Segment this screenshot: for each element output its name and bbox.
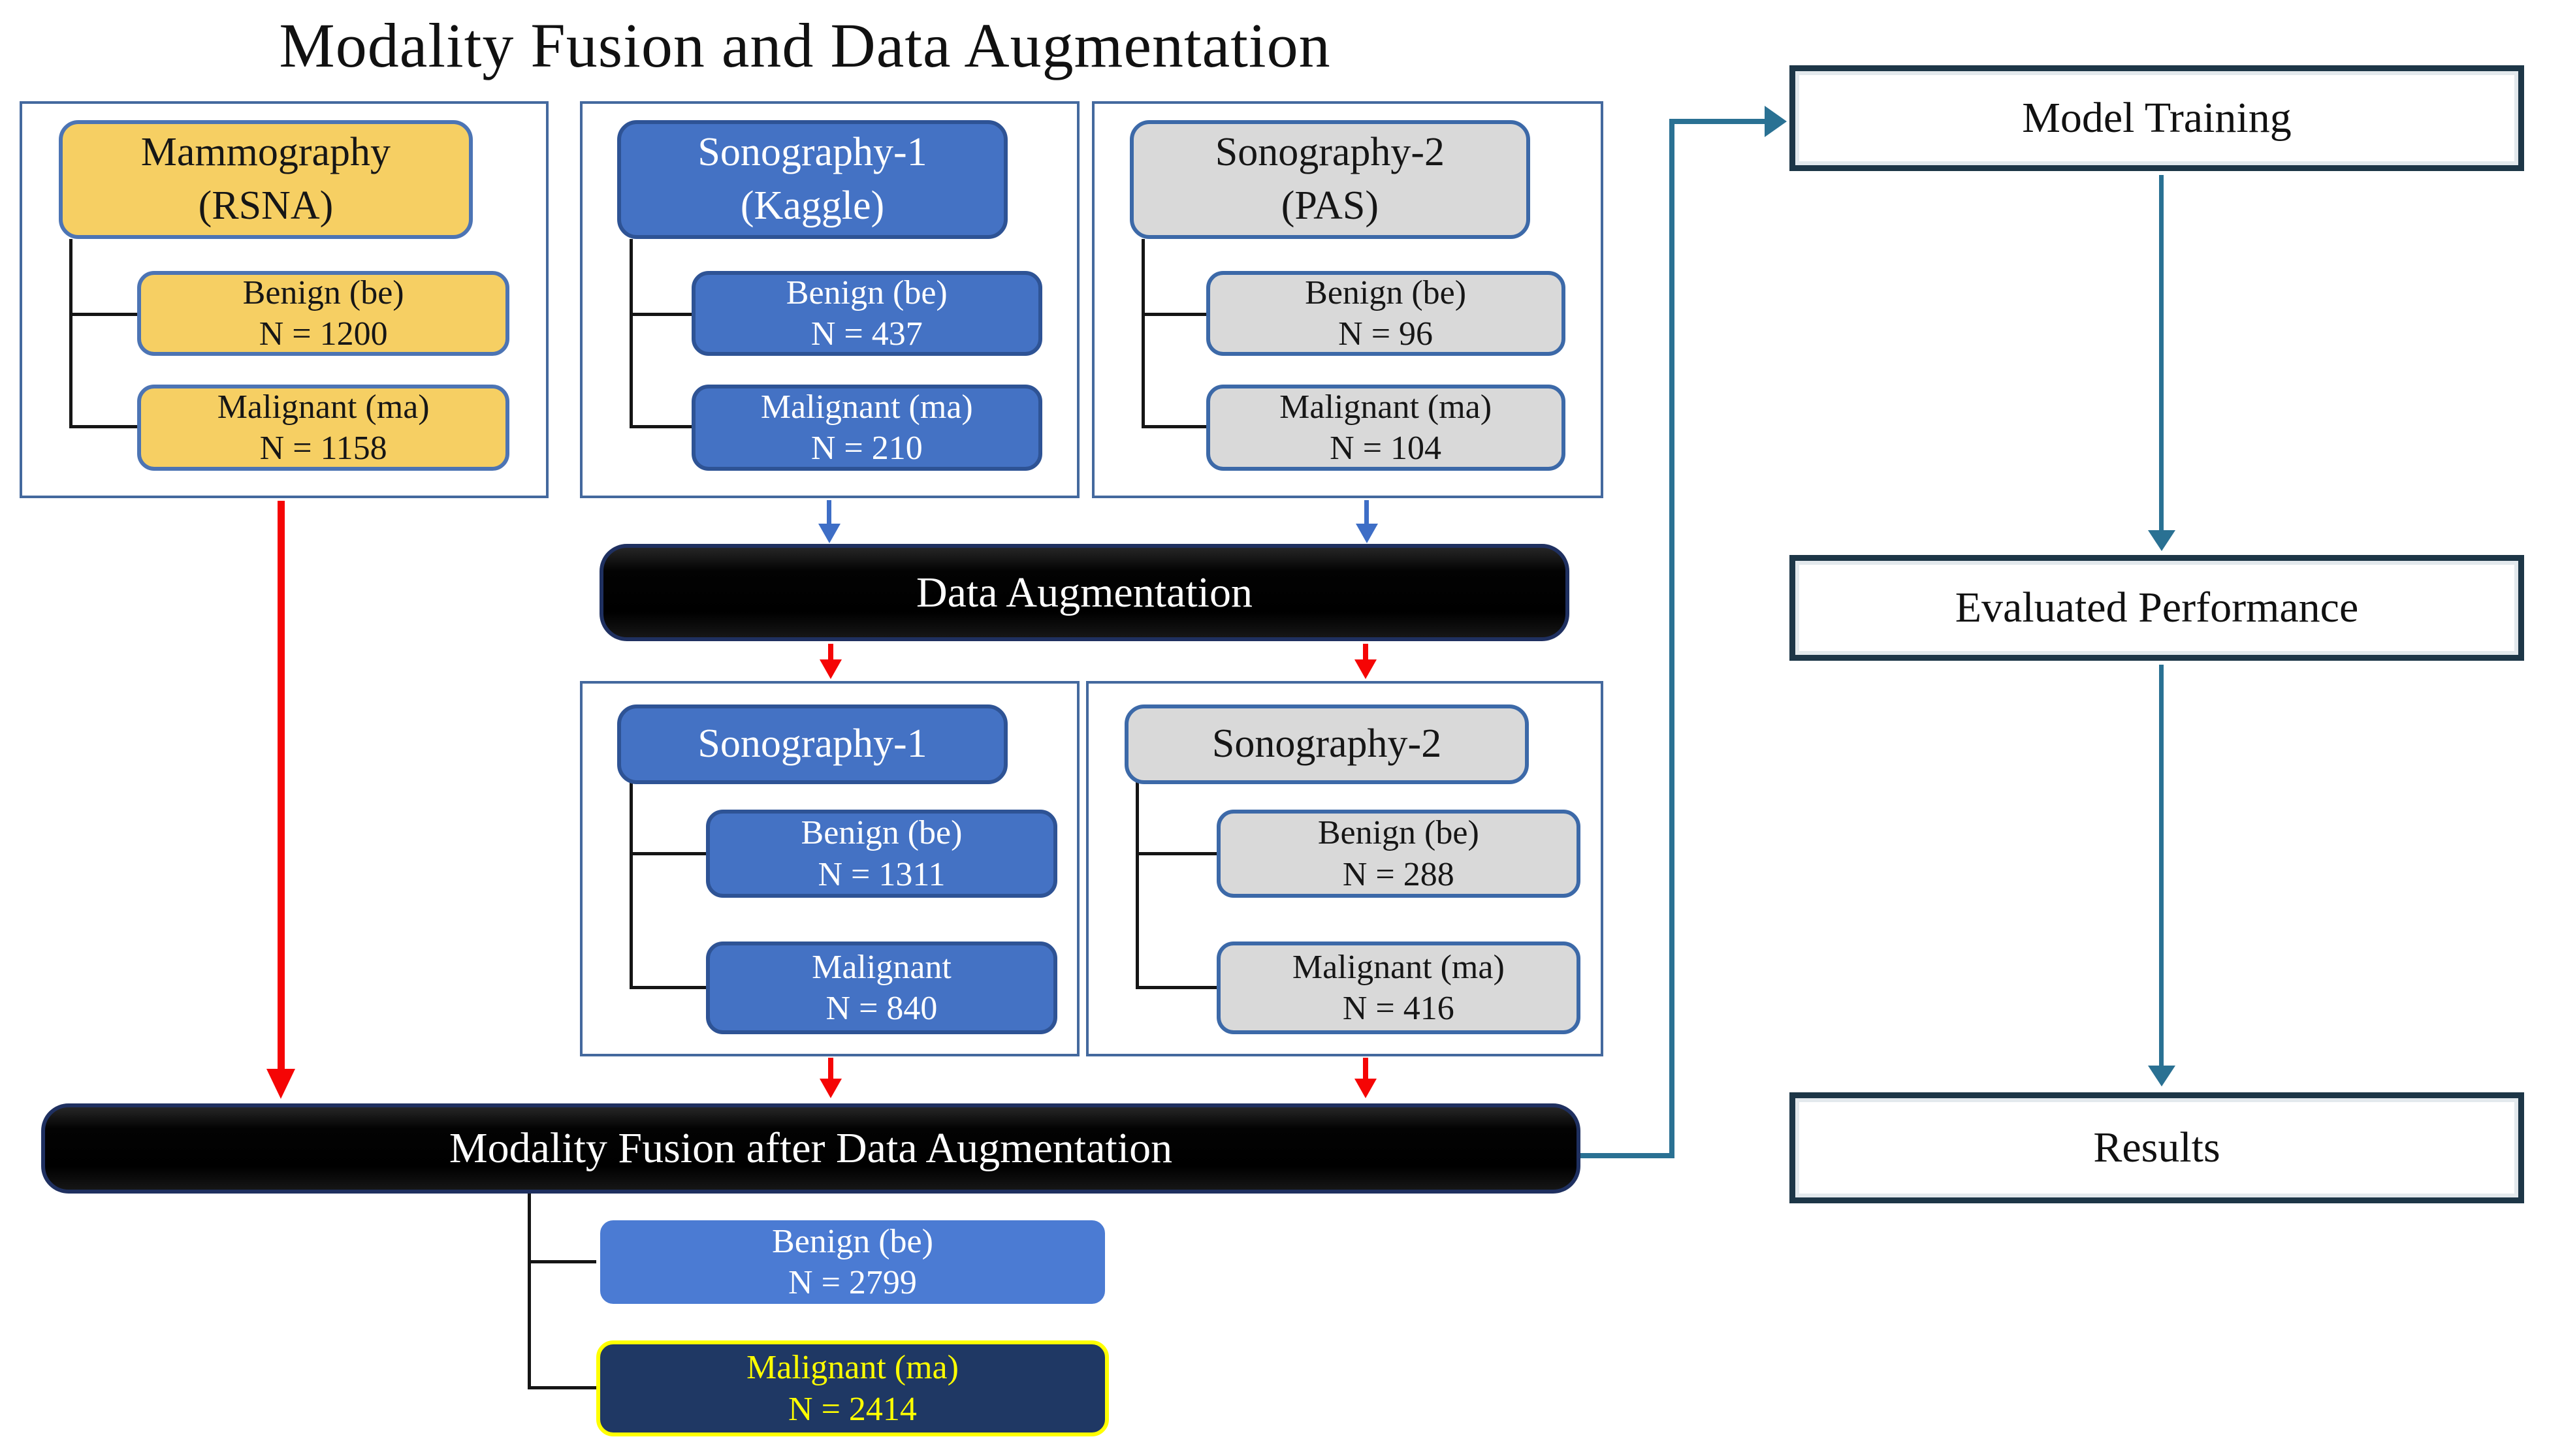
benign-count: N = 288: [1342, 855, 1454, 893]
dataset-title: Sonography-1: [697, 721, 927, 767]
dataset-card-sonography1: Sonography-1 (Kaggle) Benign (be) N = 43…: [580, 101, 1080, 498]
malignant-label: Malignant (ma): [1292, 948, 1505, 986]
fused-malignant-node: Malignant (ma) N = 2414: [596, 1340, 1109, 1436]
malignant-label: Malignant: [812, 948, 952, 986]
benign-node-sonography2: Benign (be) N = 96: [1206, 271, 1565, 356]
malignant-node-aug-sonography2: Malignant (ma) N = 416: [1217, 942, 1580, 1034]
modality-fusion-label: Modality Fusion after Data Augmentation: [449, 1124, 1173, 1172]
tree-trunk-line: [528, 1194, 531, 1389]
dataset-title: Mammography: [140, 130, 391, 175]
dataset-header-sonography2: Sonography-2 (PAS): [1130, 120, 1530, 239]
malignant-count: N = 416: [1342, 990, 1454, 1027]
dataset-title: Sonography-2: [1211, 721, 1442, 767]
augmented-header-sonography2: Sonography-2: [1124, 704, 1529, 784]
modality-fusion-bar: Modality Fusion after Data Augmentation: [41, 1103, 1580, 1194]
benign-count: N = 437: [810, 315, 923, 353]
benign-label: Benign (be): [1305, 274, 1467, 311]
tree-stub-line: [69, 313, 143, 316]
benign-label: Benign (be): [786, 274, 948, 311]
malignant-count: N = 2414: [788, 1390, 917, 1428]
tree-stub-line: [1136, 852, 1222, 855]
tree-trunk-line: [1136, 782, 1139, 989]
teal-right-arrow-head: [1765, 106, 1787, 137]
data-augmentation-bar: Data Augmentation: [600, 544, 1569, 641]
model-training-label: Model Training: [2022, 94, 2292, 142]
benign-count: N = 96: [1338, 315, 1433, 353]
malignant-node-mammography: Malignant (ma) N = 1158: [137, 385, 509, 471]
malignant-node-sonography2: Malignant (ma) N = 104: [1206, 385, 1565, 471]
fused-benign-node: Benign (be) N = 2799: [596, 1216, 1109, 1308]
benign-label: Benign (be): [1317, 814, 1479, 852]
tree-stub-line: [630, 986, 712, 989]
dataset-card-sonography2: Sonography-2 (PAS) Benign (be) N = 96 Ma…: [1092, 101, 1603, 498]
tree-stub-line: [528, 1260, 596, 1263]
tree-stub-line: [630, 852, 712, 855]
malignant-count: N = 1158: [259, 430, 387, 467]
tree-stub-line: [69, 425, 143, 428]
malignant-label: Malignant (ma): [746, 1349, 959, 1387]
benign-node-mammography: Benign (be) N = 1200: [137, 271, 509, 356]
tree-trunk-line: [630, 239, 633, 428]
malignant-count: N = 210: [810, 430, 923, 467]
benign-count: N = 1311: [818, 855, 946, 893]
tree-stub-line: [630, 313, 697, 316]
augmented-card-sonography2: Sonography-2 Benign (be) N = 288 Maligna…: [1086, 681, 1603, 1056]
malignant-node-sonography1: Malignant (ma) N = 210: [691, 385, 1042, 471]
dataset-subtitle: (RSNA): [198, 183, 334, 228]
tree-stub-line: [630, 425, 697, 428]
tree-trunk-line: [69, 239, 72, 428]
tree-trunk-line: [630, 782, 633, 989]
malignant-label: Malignant (ma): [217, 388, 430, 426]
benign-count: N = 1200: [259, 315, 388, 353]
tree-stub-line: [528, 1386, 596, 1389]
augmented-header-sonography1: Sonography-1: [616, 704, 1008, 784]
benign-label: Benign (be): [801, 814, 963, 852]
benign-node-aug-sonography2: Benign (be) N = 288: [1217, 810, 1580, 898]
benign-label: Benign (be): [772, 1222, 933, 1260]
benign-node-sonography1: Benign (be) N = 437: [691, 271, 1042, 356]
dataset-header-mammography: Mammography (RSNA): [59, 120, 473, 239]
dataset-subtitle: (Kaggle): [740, 183, 885, 228]
tree-trunk-line: [1142, 239, 1145, 428]
tree-stub-line: [1142, 425, 1211, 428]
dataset-subtitle: (PAS): [1281, 183, 1379, 228]
malignant-count: N = 104: [1330, 430, 1442, 467]
evaluated-performance-label: Evaluated Performance: [1955, 584, 2359, 631]
dataset-title: Sonography-1: [697, 130, 927, 175]
malignant-label: Malignant (ma): [760, 388, 973, 426]
benign-label: Benign (be): [242, 274, 404, 311]
diagram-title: Modality Fusion and Data Augmentation: [279, 10, 1331, 80]
malignant-count: N = 840: [825, 990, 938, 1027]
augmented-card-sonography1: Sonography-1 Benign (be) N = 1311 Malign…: [580, 681, 1080, 1056]
dataset-card-mammography: Mammography (RSNA) Benign (be) N = 1200 …: [20, 101, 549, 498]
dataset-header-sonography1: Sonography-1 (Kaggle): [616, 120, 1008, 239]
malignant-label: Malignant (ma): [1279, 388, 1492, 426]
results-label: Results: [2093, 1124, 2220, 1171]
results-box: Results: [1789, 1092, 2524, 1203]
tree-stub-line: [1142, 313, 1211, 316]
data-augmentation-label: Data Augmentation: [916, 568, 1253, 616]
benign-count: N = 2799: [788, 1264, 917, 1301]
benign-node-aug-sonography1: Benign (be) N = 1311: [706, 810, 1057, 898]
malignant-node-aug-sonography1: Malignant N = 840: [706, 942, 1057, 1034]
tree-stub-line: [1136, 986, 1222, 989]
evaluated-performance-box: Evaluated Performance: [1789, 555, 2524, 661]
dataset-title: Sonography-2: [1215, 130, 1445, 175]
model-training-box: Model Training: [1789, 65, 2524, 171]
